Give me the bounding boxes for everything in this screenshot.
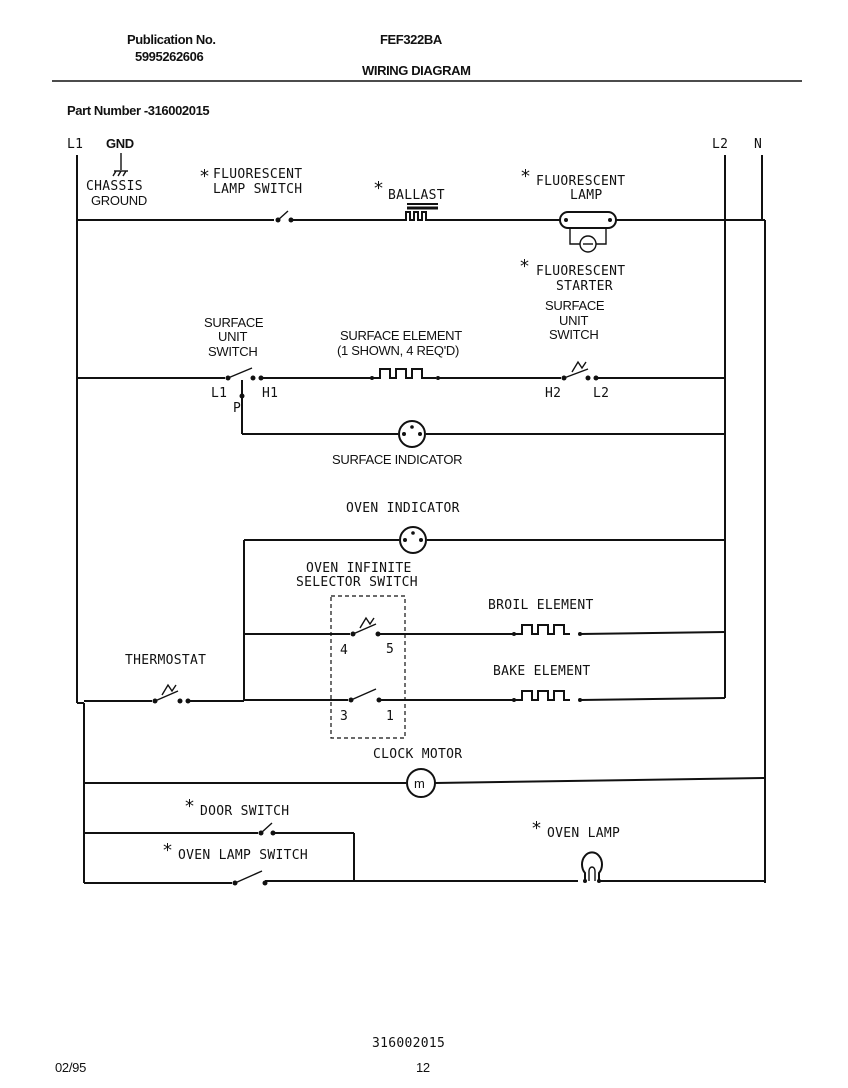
surface-unit-switch-left-label-line2: UNIT: [218, 329, 247, 344]
replaceable-marker: *: [163, 840, 172, 861]
clock-motor-circuit: m: [84, 768, 766, 798]
ground-icon: [112, 153, 128, 177]
fluorescent-lamp-switch-label-line1: FLUORESCENT: [213, 167, 302, 182]
part-number-label: Part Number -316002015: [67, 103, 209, 118]
replaceable-marker: *: [185, 796, 194, 817]
fluorescent-starter-icon: [569, 228, 607, 253]
selector-terminal-3: 3: [340, 709, 348, 724]
publication-number: 5995262606: [135, 49, 203, 64]
bake-element-label: BAKE ELEMENT: [493, 664, 591, 679]
terminal-l2-label: L2: [593, 386, 609, 401]
surface-unit-switch-left-label-line1: SURFACE: [204, 315, 264, 330]
rail-labels: L1 GND L2 N CHASSIS GROUND: [67, 136, 762, 208]
selector-terminal-5: 5: [386, 642, 394, 657]
surface-unit-switch-left-label-line3: SWITCH: [208, 344, 257, 359]
terminal-p-label: P: [233, 401, 241, 416]
rail-l2-label: L2: [712, 137, 728, 152]
fluorescent-lamp-switch: [275, 210, 294, 223]
broil-element-label: BROIL ELEMENT: [488, 598, 594, 613]
terminal-h2-label: H2: [545, 386, 561, 401]
thermostat-label: THERMOSTAT: [125, 653, 206, 668]
surface-unit-switch-right-label-line3: SWITCH: [549, 327, 598, 342]
diagram-title: WIRING DIAGRAM: [362, 63, 471, 78]
surface-unit-switch-left: [225, 367, 264, 381]
fluorescent-lamp-label-line1: FLUORESCENT: [536, 174, 625, 189]
surface-element-label-line1: SURFACE ELEMENT: [340, 328, 462, 343]
rail-l1-label: L1: [67, 137, 83, 152]
fluorescent-starter-label-line1: FLUORESCENT: [536, 264, 625, 279]
oven-indicator-label: OVEN INDICATOR: [346, 501, 460, 516]
broil-element: [512, 624, 726, 636]
oven-lamp-switch-icon: [232, 870, 268, 886]
footer-date: 02/95: [55, 1060, 86, 1075]
fluorescent-lamp-label-line2: LAMP: [570, 188, 603, 203]
selector-switch-label-line1: OVEN INFINITE: [306, 561, 412, 576]
footer-page-number: 12: [416, 1060, 430, 1075]
terminal-l1-label: L1: [211, 386, 227, 401]
clock-motor-symbol: m: [414, 776, 425, 791]
clock-motor-label: CLOCK MOTOR: [373, 747, 462, 762]
selector-terminal-1: 1: [386, 709, 394, 724]
ballast-icon: [400, 203, 438, 221]
oven-indicator-icon: [399, 526, 427, 554]
replaceable-marker: *: [532, 818, 541, 839]
selector-switch-label-line2: SELECTOR SWITCH: [296, 575, 418, 590]
header: Publication No. 5995262606 FEF322BA WIRI…: [52, 32, 802, 118]
surface-element-label-line2: (1 SHOWN, 4 REQ'D): [337, 343, 459, 358]
oven-lamp-label: OVEN LAMP: [547, 826, 620, 841]
selector-terminal-4: 4: [340, 643, 348, 658]
ballast-label: BALLAST: [388, 188, 445, 203]
surface-indicator-icon: [398, 420, 426, 448]
oven-selector-switch: [244, 595, 514, 739]
chassis-ground-label-line2: GROUND: [91, 193, 147, 208]
surface-indicator-label: SURFACE INDICATOR: [332, 452, 462, 467]
surface-element-icon: [370, 368, 440, 380]
fluorescent-lamp-icon: [559, 211, 617, 229]
rail-n-label: N: [754, 137, 762, 152]
rail-gnd-label: GND: [106, 136, 134, 151]
bake-element: [512, 690, 726, 702]
fluorescent-lamp-switch-label-line2: LAMP SWITCH: [213, 182, 302, 197]
oven-indicator-circuit: [243, 526, 725, 700]
oven-lamp-switch-label: OVEN LAMP SWITCH: [178, 848, 308, 863]
chassis-ground-label-line1: CHASSIS: [86, 179, 143, 194]
surface-unit-circuit: [77, 360, 725, 448]
door-switch-icon: [258, 822, 276, 836]
footer: 316002015 02/95 12: [55, 1036, 445, 1075]
clock-motor-icon: m: [406, 768, 436, 798]
publication-label: Publication No.: [127, 32, 216, 47]
surface-unit-switch-right-label-line2: UNIT: [559, 313, 588, 328]
terminal-h1-label: H1: [262, 386, 278, 401]
door-switch-label: DOOR SWITCH: [200, 804, 289, 819]
replaceable-marker: *: [521, 166, 530, 187]
replaceable-marker: *: [200, 166, 209, 187]
surface-unit-switch-right: [561, 360, 599, 381]
fluorescent-lamp-circuit: [77, 203, 765, 253]
replaceable-marker: *: [374, 178, 383, 199]
power-rails: [76, 155, 766, 883]
oven-lamp-icon: [581, 851, 603, 883]
model-number: FEF322BA: [380, 32, 443, 47]
surface-unit-switch-right-label-line1: SURFACE: [545, 298, 605, 313]
fluorescent-starter-label-line2: STARTER: [556, 279, 613, 294]
selector-switch-box: [330, 595, 406, 739]
thermostat: [84, 683, 244, 704]
footer-part-number: 316002015: [372, 1036, 445, 1051]
replaceable-marker: *: [520, 256, 529, 277]
oven-lamp-circuit: [84, 822, 765, 886]
